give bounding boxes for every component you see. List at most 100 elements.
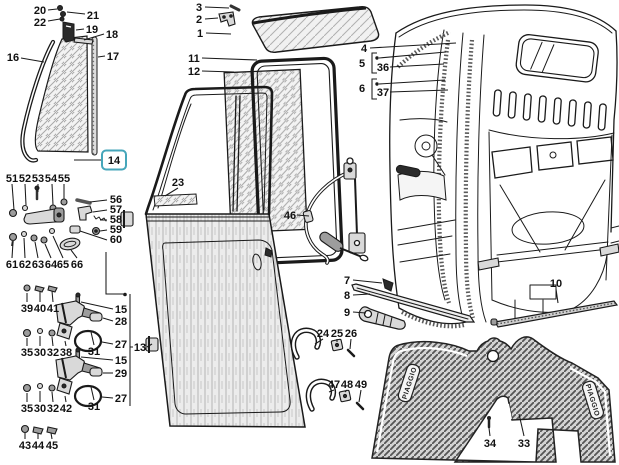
leader-line-31 — [90, 331, 95, 346]
strap-parts-group — [290, 327, 365, 412]
part-label-24: 24 — [317, 328, 330, 340]
b-pillar-left — [455, 32, 464, 319]
regulator-group — [302, 157, 369, 265]
roof-hinge-2 — [218, 11, 236, 27]
part-label-48: 48 — [341, 379, 353, 391]
leader-line-33 — [518, 413, 525, 437]
leader-line-28 — [102, 317, 114, 322]
leader-line-46 — [296, 214, 310, 217]
spacer-60 — [69, 225, 81, 234]
steering-wheel — [414, 134, 438, 158]
leader-line-41 — [51, 290, 54, 303]
screw-20 — [57, 5, 63, 11]
leader-line-1 — [205, 32, 232, 35]
leader-line-65 — [52, 235, 64, 259]
pin-56 — [75, 198, 92, 205]
part-label-53: 53 — [32, 173, 44, 185]
door-pull-handle — [395, 164, 421, 178]
washer-52 — [21, 204, 29, 212]
hinge-body-a — [55, 300, 87, 326]
part-label-32: 32 — [47, 403, 59, 415]
part-label-59: 59 — [110, 224, 122, 236]
part-label-31: 31 — [88, 346, 100, 358]
part-label-64: 64 — [45, 259, 58, 271]
part-label-35: 35 — [21, 403, 33, 415]
roof-seal-4 — [396, 30, 451, 69]
part-label-30: 30 — [34, 347, 46, 359]
roof-panel-group — [218, 4, 380, 53]
part-label-55: 55 — [58, 173, 70, 185]
leader-line-52 — [24, 183, 27, 206]
part-label-47: 47 — [328, 379, 340, 391]
bolt-61 — [8, 232, 18, 242]
vent-slots — [492, 89, 607, 131]
rear-panel-right — [576, 136, 614, 165]
nut-43 — [20, 424, 30, 434]
washer-35b — [22, 383, 32, 393]
leader-line-26 — [349, 338, 352, 350]
door-panel — [145, 213, 306, 428]
leader-line-31 — [90, 386, 95, 401]
screw-63 — [30, 234, 38, 242]
part-label-58: 58 — [110, 214, 122, 226]
highlighted-label-box[interactable] — [101, 149, 127, 171]
part-label-17: 17 — [107, 51, 119, 63]
pillar-seal-37 — [463, 39, 476, 319]
leader-line-18 — [83, 33, 105, 41]
part-label-61: 61 — [6, 259, 18, 271]
wheel-housing — [511, 211, 585, 245]
screw-30b — [36, 382, 44, 390]
part-label-12: 12 — [188, 66, 200, 78]
rear-panel-line — [488, 129, 615, 140]
seal-label-brackets — [371, 51, 447, 100]
part-label-25: 25 — [331, 328, 343, 340]
leader-line-7 — [352, 279, 383, 284]
part-label-37: 37 — [377, 87, 389, 99]
cab-sill — [398, 307, 467, 325]
ring-27a — [73, 329, 103, 353]
nut-32b — [48, 384, 56, 392]
part-label-11: 11 — [188, 53, 200, 65]
floor-mat-group: PIAGGIO PIAGGIO — [371, 336, 616, 463]
spring-58 — [93, 215, 107, 222]
part-label-6: 6 — [359, 83, 365, 95]
part-label-28: 28 — [115, 316, 127, 328]
part-label-30: 30 — [34, 403, 46, 415]
part-label-52: 52 — [19, 173, 31, 185]
part-label-5: 5 — [359, 58, 365, 70]
clip-40 — [34, 285, 45, 293]
pillar-seal-36 — [436, 39, 451, 304]
leader-line-36 — [389, 63, 445, 68]
bracket-6-37 — [371, 78, 377, 100]
ring-27b — [73, 384, 103, 408]
part-label-34: 34 — [484, 438, 497, 450]
part-label-63: 63 — [32, 259, 44, 271]
leader-line-48 — [344, 389, 348, 393]
leader-line-2 — [204, 17, 219, 20]
door-lock — [264, 247, 273, 258]
washer-65 — [48, 227, 56, 235]
leader-line-22 — [47, 18, 61, 22]
clip-39 — [23, 284, 31, 292]
part-label-54: 54 — [45, 173, 58, 185]
rear-window — [515, 34, 599, 83]
part-label-9: 9 — [344, 307, 350, 319]
leader-line-3 — [204, 6, 230, 9]
lock-knob-28 — [89, 312, 103, 322]
part-label-26: 26 — [345, 328, 357, 340]
leader-line-24 — [314, 338, 324, 345]
part-label-14[interactable]: 14 — [108, 155, 121, 167]
part-label-2: 2 — [196, 14, 202, 26]
leader-line-32 — [51, 336, 54, 347]
window-hinge-19 — [62, 21, 75, 43]
part-label-51: 51 — [6, 173, 18, 185]
seat — [397, 170, 447, 201]
part-label-8: 8 — [344, 290, 350, 302]
part-label-27: 27 — [115, 393, 127, 405]
leader-line-20 — [47, 8, 58, 11]
leader-line-8 — [352, 293, 371, 296]
regulator-rod — [354, 178, 358, 236]
part-label-39: 39 — [21, 303, 33, 315]
